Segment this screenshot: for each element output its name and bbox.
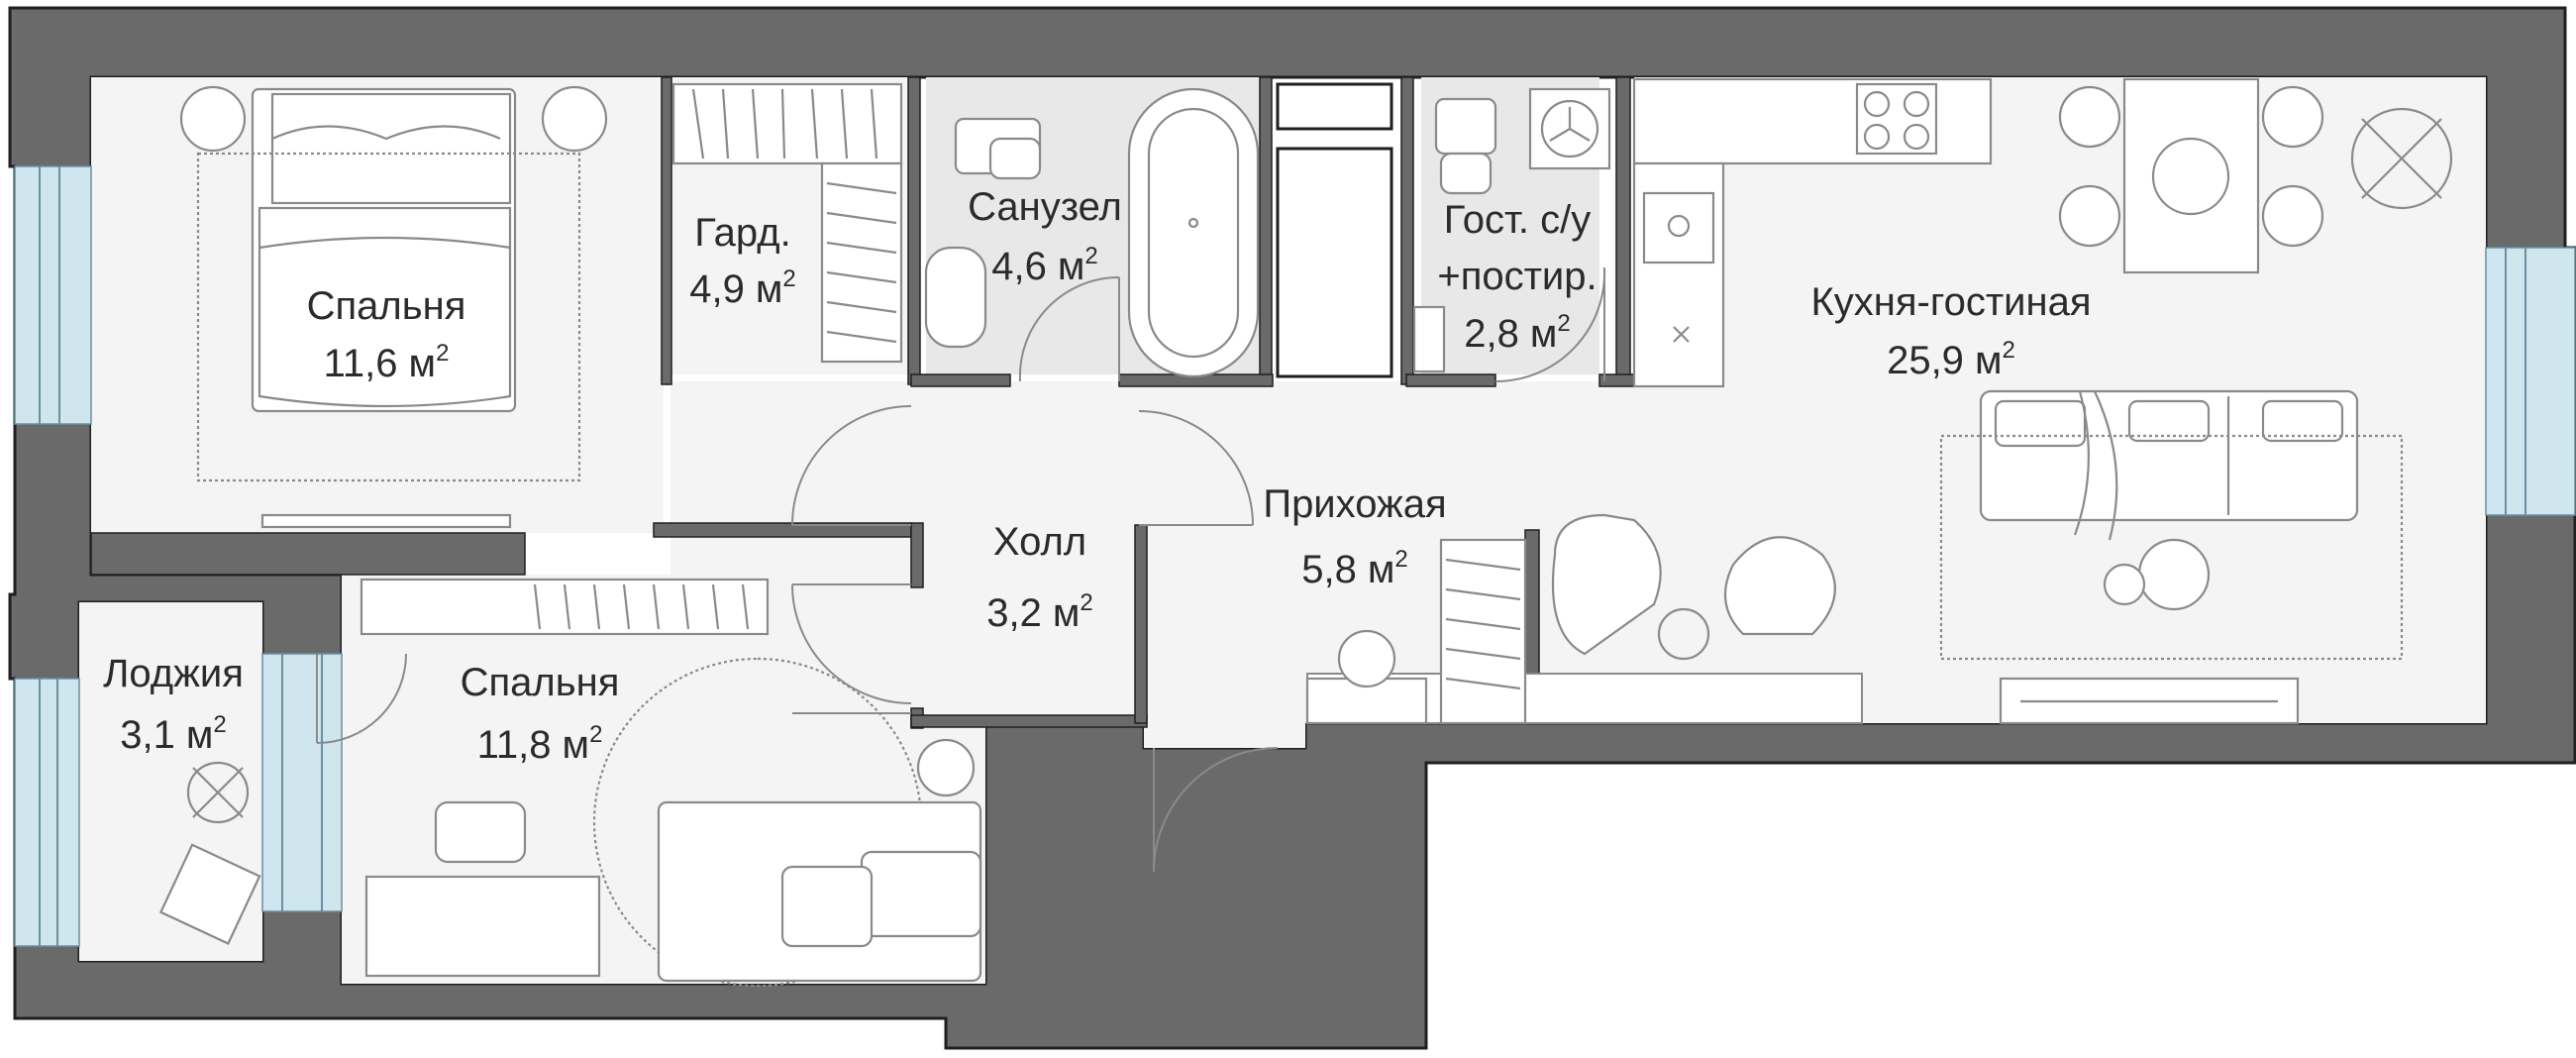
dining-table	[2058, 77, 2324, 274]
label-bedroom1-area: 11,6 м2	[324, 340, 450, 385]
label-bathroom-name: Санузел	[968, 185, 1122, 229]
rug-bedroom1	[196, 152, 581, 482]
label-bathroom: Санузел 4,6 м2	[968, 185, 1122, 288]
label-loggia-area: 3,1 м2	[120, 711, 227, 757]
door-hall-bottom	[791, 583, 912, 704]
label-bathroom-area: 4,6 м2	[991, 243, 1098, 288]
label-bedroom2: Спальня 11,8 м2	[461, 661, 620, 767]
label-kitchen-name: Кухня-гостиная	[1811, 280, 2092, 324]
entry-cabinet	[1439, 538, 1527, 725]
door-entry-kitchen	[1138, 410, 1254, 526]
wall-hall-right	[1134, 524, 1148, 724]
wall-shaft-right	[1400, 76, 1414, 385]
nightstand-right	[541, 85, 608, 153]
door-entry	[1153, 747, 1279, 873]
label-wardrobe: Гард. 4,9 м2	[689, 211, 796, 311]
wall-guest-kitchen	[1615, 76, 1631, 385]
label-bedroom1: Спальня 11,6 м2	[307, 284, 466, 385]
nightstand-left	[179, 85, 247, 153]
door-bathroom	[1018, 275, 1120, 382]
wall-bath-guest	[1259, 76, 1273, 380]
entry-stool	[1337, 629, 1396, 688]
plant-loggia	[186, 761, 250, 824]
door-hall-top	[791, 405, 912, 526]
sink-bathroom	[924, 246, 987, 349]
wall-bedroom1-right	[661, 76, 672, 385]
label-kitchen: Кухня-гостиная 25,9 м2	[1811, 280, 2092, 382]
toilet-guest	[1434, 97, 1497, 195]
label-loggia-name: Лоджия	[103, 652, 244, 695]
window-bedroom2	[261, 653, 343, 912]
label-hall-name: Холл	[993, 520, 1086, 564]
window-bedroom1	[14, 165, 92, 425]
rug-living	[1939, 434, 2404, 661]
window-loggia	[14, 678, 80, 947]
bed-bedroom2	[657, 800, 982, 983]
sink-guest	[1412, 305, 1446, 373]
door-guest	[1494, 266, 1606, 383]
wardrobe-shelves	[671, 82, 903, 364]
label-entry: Прихожая 5,8 м2	[1263, 482, 1446, 591]
wall-hall-corner	[910, 714, 1148, 728]
label-bedroom2-area: 11,8 м2	[477, 721, 603, 767]
label-guest-wc-area: 2,8 м2	[1464, 310, 1571, 356]
bed-double	[251, 87, 517, 413]
label-entry-area: 5,8 м2	[1301, 546, 1408, 591]
label-wardrobe-name: Гард.	[694, 211, 790, 255]
wall-bath-bottom	[910, 373, 1011, 387]
label-guest-wc-name2: +постир.	[1437, 255, 1597, 298]
wall-wardrobe-bath	[907, 76, 921, 385]
label-loggia: Лоджия 3,1 м2	[103, 652, 244, 757]
sofa	[1979, 389, 2359, 541]
bathtub	[1127, 87, 1260, 378]
armchairs	[1551, 513, 1836, 661]
door-loggia	[316, 653, 407, 744]
shaft-top	[1276, 82, 1393, 131]
label-guest-wc: Гост. с/у +постир. 2,8 м2	[1437, 198, 1597, 356]
wall-hall-left	[910, 522, 924, 588]
tv-bedroom1	[260, 513, 512, 529]
toilet-bathroom	[954, 117, 1042, 180]
floor-entry-ext	[1144, 723, 1305, 748]
label-hall: Холл 3,2 м2	[986, 520, 1093, 635]
label-kitchen-area: 25,9 м2	[1887, 337, 2015, 382]
desk	[364, 800, 601, 978]
coffee-table	[2137, 538, 2211, 611]
washing-machine	[1528, 87, 1611, 170]
wall-guest-bottom	[1405, 373, 1496, 387]
shaft-bottom	[1276, 147, 1393, 378]
coffee-table-small	[2103, 563, 2146, 606]
label-guest-wc-name: Гост. с/у	[1444, 198, 1591, 242]
wall-bedroom1-bottom	[90, 532, 526, 576]
nightstand-bedroom2	[916, 738, 976, 797]
wardrobe-bedroom2	[360, 578, 770, 636]
label-hall-area: 3,2 м2	[986, 589, 1093, 635]
label-entry-name: Прихожая	[1263, 482, 1446, 526]
chair-loggia	[158, 843, 261, 945]
label-bedroom1-name: Спальня	[307, 284, 466, 328]
kitchen-counter	[1632, 77, 1993, 388]
window-kitchen	[2485, 247, 2576, 516]
plant-kitchen	[2350, 107, 2453, 210]
label-wardrobe-area: 4,9 м2	[689, 265, 796, 311]
label-bedroom2-name: Спальня	[461, 661, 620, 704]
